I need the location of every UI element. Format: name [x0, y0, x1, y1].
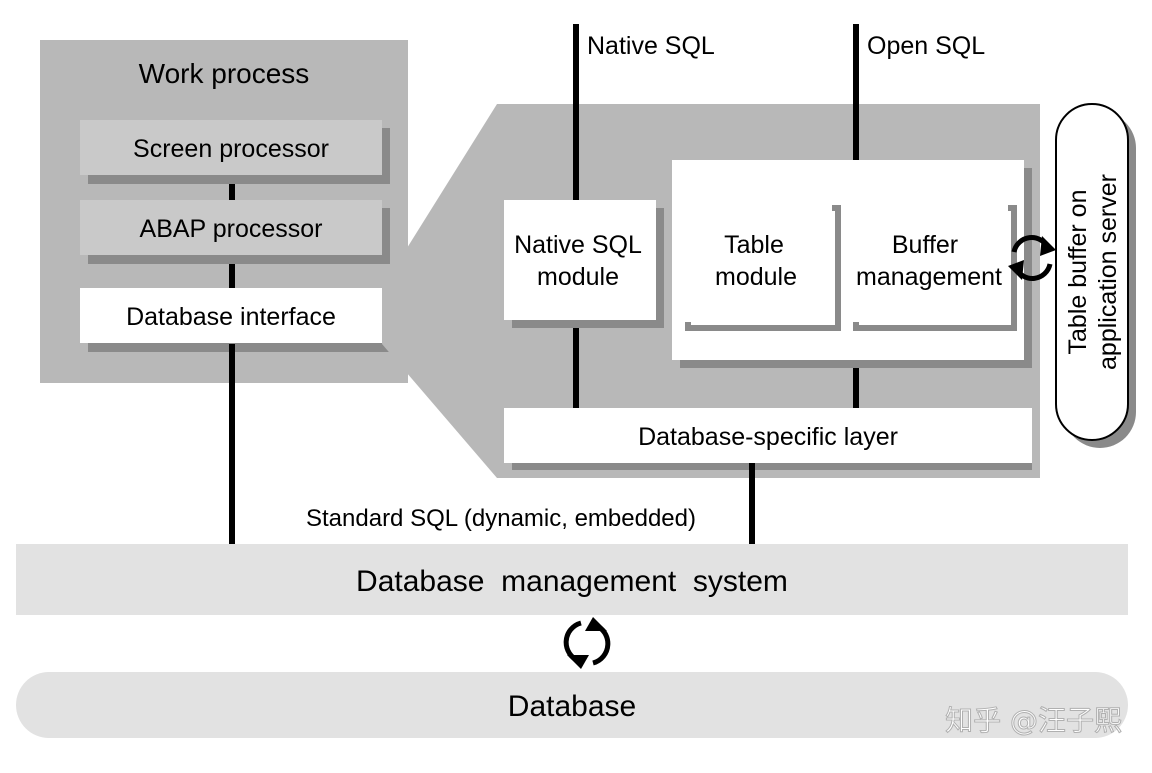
- table-module-box: [688, 208, 832, 322]
- buffer-management-box: [856, 208, 1008, 322]
- table-buffer-line1: Table buffer on: [1064, 190, 1092, 355]
- standard-sql-label: Standard SQL (dynamic, embedded): [306, 505, 696, 532]
- native-sql-top-label: Native SQL: [587, 32, 715, 60]
- buffer-management-shadow: [853, 205, 1017, 331]
- work-process-title: Work process: [139, 58, 310, 89]
- table-module-shadow: [685, 205, 841, 331]
- buffer-sync-arrows-icon: [1008, 235, 1056, 281]
- table-module-line1: Table: [724, 231, 784, 259]
- dbms-sync-arrows-icon: [563, 617, 611, 669]
- table-module-line2: module: [715, 263, 797, 291]
- database-label: Database: [508, 690, 636, 723]
- table-buffer-line2: application server: [1094, 174, 1122, 370]
- database-interface-label: Database interface: [126, 303, 336, 331]
- table-buffer-capsule: [1055, 103, 1129, 441]
- buffer-management-line1: Buffer: [892, 231, 958, 259]
- watermark: 知乎 @汪子熙: [945, 704, 1122, 737]
- dbms-bar: [16, 544, 1128, 615]
- open-sql-top-label: Open SQL: [867, 32, 985, 60]
- native-sql-module-box: [504, 200, 656, 320]
- abap-processor-box: [80, 200, 382, 255]
- abap-processor-label: ABAP processor: [140, 215, 323, 243]
- database-specific-layer-label: Database-specific layer: [638, 423, 898, 451]
- database-capsule: [16, 672, 1128, 738]
- dbms-label: Database management system: [356, 565, 788, 598]
- database-specific-layer-box: [504, 408, 1032, 463]
- native-sql-module-line2: module: [537, 263, 619, 291]
- buffer-management-line2: management: [856, 263, 1002, 291]
- database-interface-box: [80, 288, 382, 343]
- screen-processor-label: Screen processor: [133, 135, 329, 163]
- screen-processor-box: [80, 120, 382, 175]
- native-sql-module-line1: Native SQL: [514, 231, 642, 259]
